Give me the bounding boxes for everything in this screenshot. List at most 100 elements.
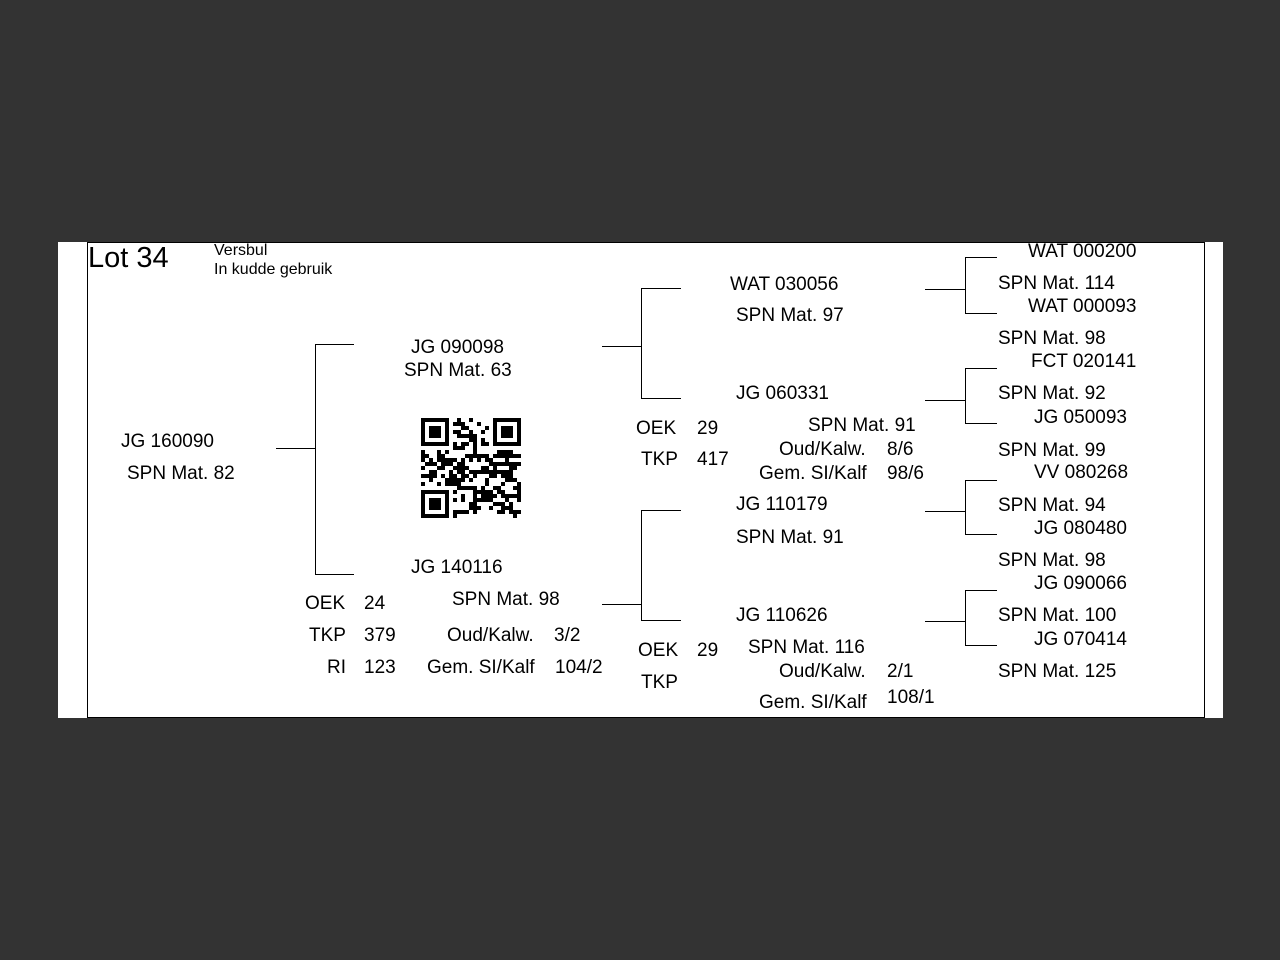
qr-module <box>461 442 465 446</box>
qr-module <box>493 438 497 442</box>
subject-id: JG 160090 <box>121 431 214 452</box>
qr-module <box>437 506 441 510</box>
qr-module <box>469 434 473 438</box>
qr-module <box>469 502 473 506</box>
pedigree-card: Lot 34 Versbul In kudde gebruik JG 16009… <box>58 242 1223 718</box>
qr-module <box>489 462 493 466</box>
qr-code <box>421 418 521 518</box>
qr-module <box>469 506 473 510</box>
connector <box>925 289 965 290</box>
qr-module <box>445 458 449 462</box>
qr-module <box>473 498 477 502</box>
qr-module <box>425 418 429 422</box>
sd-gem-value: 98/6 <box>887 463 924 484</box>
qr-module <box>437 466 441 470</box>
qr-module <box>453 458 457 462</box>
qr-module <box>429 442 433 446</box>
qr-module <box>473 438 477 442</box>
qr-module <box>437 502 441 506</box>
qr-module <box>517 422 521 426</box>
gen3-id: JG 090066 <box>1034 573 1127 594</box>
qr-module <box>493 430 497 434</box>
qr-module <box>501 490 505 494</box>
sire-spn: SPN Mat. 63 <box>404 360 512 381</box>
qr-module <box>425 462 429 466</box>
qr-module <box>445 434 449 438</box>
qr-module <box>505 470 509 474</box>
qr-module <box>473 490 477 494</box>
qr-module <box>473 494 477 498</box>
qr-module <box>445 462 449 466</box>
qr-module <box>465 510 469 514</box>
qr-module <box>501 506 505 510</box>
lot-number: Lot 34 <box>88 242 169 274</box>
qr-module <box>421 426 425 430</box>
gen3-spn: SPN Mat. 98 <box>998 550 1106 571</box>
qr-module <box>493 422 497 426</box>
qr-module <box>513 418 517 422</box>
qr-module <box>493 426 497 430</box>
qr-module <box>509 502 513 506</box>
qr-module <box>429 470 433 474</box>
qr-module <box>505 434 509 438</box>
connector <box>925 511 965 512</box>
qr-module <box>421 514 425 518</box>
qr-module <box>509 478 513 482</box>
qr-module <box>501 450 505 454</box>
qr-module <box>517 418 521 422</box>
qr-module <box>453 514 457 518</box>
dam-gem-value: 104/2 <box>555 657 603 678</box>
qr-module <box>473 434 477 438</box>
qr-module <box>493 494 497 498</box>
gen3-id: VV 080268 <box>1034 462 1129 483</box>
qr-module <box>481 470 485 474</box>
qr-module <box>445 506 449 510</box>
qr-module <box>461 474 465 478</box>
connector <box>315 344 354 345</box>
qr-module <box>485 482 489 486</box>
qr-module <box>429 490 433 494</box>
qr-module <box>429 514 433 518</box>
qr-module <box>449 470 453 474</box>
qr-module <box>501 442 505 446</box>
qr-module <box>501 426 505 430</box>
connector <box>602 604 641 605</box>
qr-module <box>445 498 449 502</box>
connector <box>925 400 965 401</box>
qr-module <box>421 482 425 486</box>
qr-module <box>517 430 521 434</box>
dd-spn: SPN Mat. 116 <box>748 637 865 658</box>
sd-oek-label: OEK <box>636 418 677 439</box>
qr-module <box>517 482 521 486</box>
qr-module <box>461 446 465 450</box>
right-border <box>1204 242 1205 718</box>
qr-module <box>493 470 497 474</box>
qr-module <box>497 450 501 454</box>
qr-module <box>493 474 497 478</box>
gen3-id: JG 070414 <box>1034 629 1127 650</box>
connector <box>965 480 966 535</box>
qr-module <box>513 454 517 458</box>
qr-module <box>485 498 489 502</box>
qr-module <box>441 454 445 458</box>
qr-module <box>465 434 469 438</box>
qr-module <box>421 494 425 498</box>
qr-module <box>461 422 465 426</box>
qr-module <box>421 506 425 510</box>
qr-module <box>457 430 461 434</box>
qr-module <box>437 498 441 502</box>
qr-module <box>489 474 493 478</box>
qr-module <box>461 426 465 430</box>
qr-module <box>461 486 465 490</box>
qr-module <box>501 462 505 466</box>
qr-module <box>509 442 513 446</box>
qr-module <box>501 494 505 498</box>
qr-module <box>473 506 477 510</box>
qr-module <box>517 434 521 438</box>
connector <box>965 534 997 535</box>
qr-module <box>477 490 481 494</box>
qr-module <box>453 442 457 446</box>
qr-module <box>457 466 461 470</box>
sd-oud-value: 8/6 <box>887 439 914 460</box>
qr-module <box>421 442 425 446</box>
